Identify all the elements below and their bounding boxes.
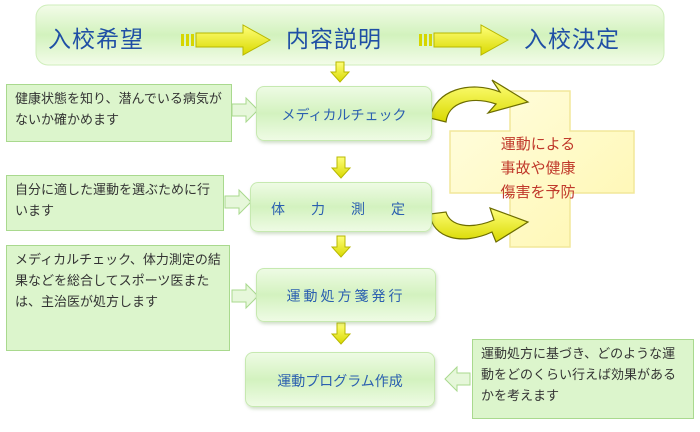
step-fitness-test-label: 体 力 測 定 [271,202,411,218]
step-medical-check: メディカルチェック [256,86,432,141]
note-arrow-1 [231,96,259,124]
step-program: 運動プログラム作成 [245,352,435,407]
header-arrow-2 [419,24,510,56]
note-medical-check: 健康状態を知り、潜んでいる病気がないか確かめます [6,84,232,142]
down-arrow-1 [330,156,352,179]
down-arrow-3 [330,322,352,345]
header-step-3: 入校決定 [524,27,620,53]
step-prescription: 運動処方箋発行 [256,268,436,322]
down-arrow-2 [330,235,352,258]
note-fitness-test: 自分に適した運動を選ぶために行います [6,175,224,231]
outcome-line-1: 運動による [500,135,576,153]
step-fitness-test: 体 力 測 定 [250,182,432,232]
step-prescription-label: 運動処方箋発行 [286,289,406,305]
note-arrow-2 [224,188,252,216]
outcome-line-2: 事故や健康 [500,159,576,177]
header-bar [35,4,665,66]
outcome-text: 運動による 事故や健康 傷害を予防 [490,132,586,204]
step-program-label: 運動プログラム作成 [277,374,403,390]
curved-arrow-lower [429,207,530,243]
outcome-cross [449,90,635,248]
curved-arrow-upper [429,79,530,123]
note-program: 運動処方に基づき、どのような運動をどのくらい行えば効果があるかを考えます [472,339,694,419]
down-arrow-header [329,61,351,83]
note-arrow-3 [231,282,259,310]
outcome-line-3: 傷害を予防 [500,183,576,201]
note-prescription: メディカルチェック、体力測定の結果などを総合してスポーツ医または、主治医が処方し… [6,245,230,351]
header-arrow-1 [181,24,272,56]
step-medical-check-label: メディカルチェック [281,108,407,124]
note-arrow-4 [444,365,471,393]
header-step-1: 入校希望 [48,27,144,53]
header-step-2: 内容説明 [286,27,382,53]
